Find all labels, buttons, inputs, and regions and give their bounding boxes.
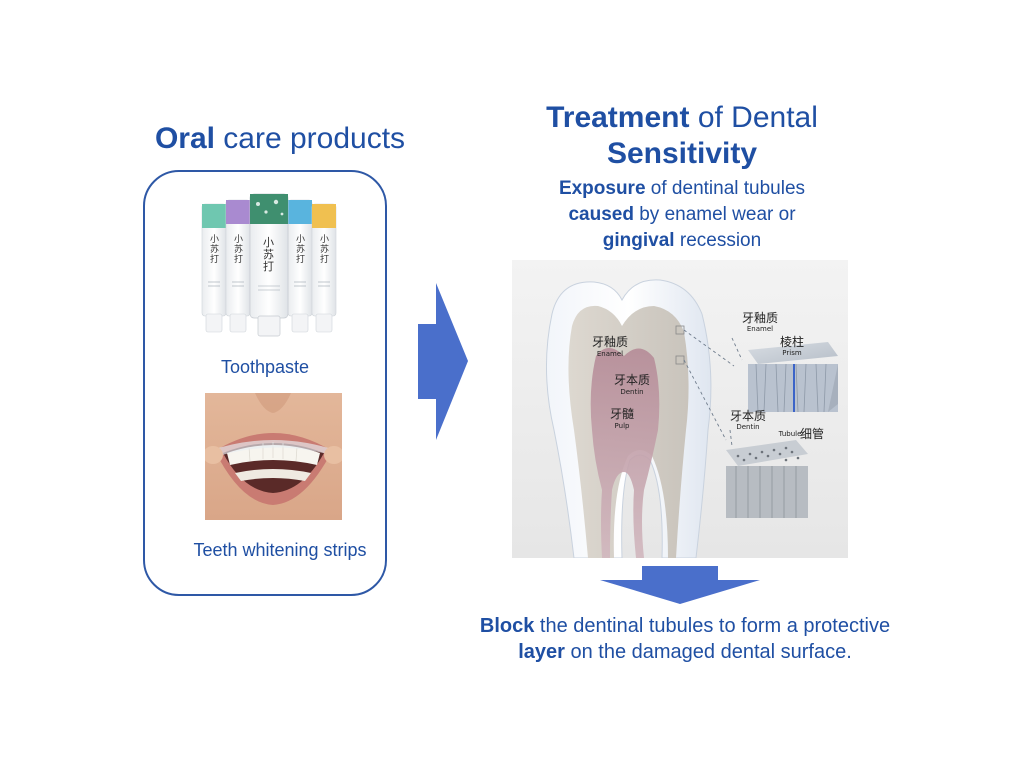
svg-text:小: 小 xyxy=(296,234,305,245)
exposure-line3: gingival recession xyxy=(510,228,854,254)
enamel-label-cn: 牙釉质 xyxy=(592,334,628,349)
tubule-label-en: Tubule xyxy=(778,430,802,438)
treatment-title-line1: Treatment of Dental xyxy=(520,100,844,136)
svg-text:小: 小 xyxy=(210,234,219,245)
conclusion-line2: layer on the damaged dental surface. xyxy=(430,639,940,665)
treatment-title-rest: of Dental xyxy=(689,101,818,134)
down-arrow-icon xyxy=(600,566,760,604)
svg-text:打: 打 xyxy=(210,253,219,265)
conclusion-text: Block the dentinal tubules to form a pro… xyxy=(430,613,940,665)
svg-text:打: 打 xyxy=(320,253,329,265)
oral-care-title-bold: Oral xyxy=(154,122,215,155)
conclusion-rest1: the dentinal tubules to form a protectiv… xyxy=(534,615,891,637)
svg-text:小: 小 xyxy=(263,236,274,249)
conclusion-bold1: Block xyxy=(479,615,535,637)
treatment-title-line2: Sensitivity xyxy=(606,137,758,170)
toothpaste-label: Toothpaste xyxy=(220,357,310,377)
products-box xyxy=(143,170,387,596)
exposure-line2: caused by enamel wear or xyxy=(510,202,854,228)
whitening-strips-image xyxy=(205,393,342,520)
svg-text:打: 打 xyxy=(296,253,305,265)
exposure-line1: Exposure of dentinal tubules xyxy=(510,176,854,202)
svg-text:打: 打 xyxy=(263,259,274,273)
whitening-strips-label: Teeth whitening strips xyxy=(193,540,367,560)
oral-care-title-rest: care products xyxy=(214,122,406,155)
pulp-label-cn: 牙髓 xyxy=(610,407,634,421)
exposure-line1-bold: Exposure xyxy=(558,178,646,199)
dentin-label-en: Dentin xyxy=(620,388,643,396)
svg-text:苏: 苏 xyxy=(263,248,274,261)
exposure-line2-rest: by enamel wear or xyxy=(633,204,796,225)
pulp-label-en: Pulp xyxy=(615,422,630,430)
svg-text:苏: 苏 xyxy=(210,243,219,255)
treatment-title: Treatment of Dental Sensitivity xyxy=(520,100,844,172)
right-arrow-icon xyxy=(418,283,468,440)
dentin-block-label-en: Dentin xyxy=(736,423,759,431)
dentin-label-cn: 牙本质 xyxy=(614,373,650,387)
svg-text:小: 小 xyxy=(320,234,329,245)
dentin-tubule-block xyxy=(726,440,808,518)
svg-text:苏: 苏 xyxy=(234,243,243,255)
exposure-line3-bold: gingival xyxy=(602,230,675,251)
prism-label-en: Prism xyxy=(782,349,802,357)
svg-text:打: 打 xyxy=(234,253,243,265)
conclusion-rest2: on the damaged dental surface. xyxy=(564,641,852,663)
prism-label-cn: 棱柱 xyxy=(780,334,804,349)
exposure-line3-rest: recession xyxy=(674,230,762,251)
conclusion-bold2: layer xyxy=(518,641,565,663)
svg-text:苏: 苏 xyxy=(320,243,329,255)
oral-care-title: Oral care products xyxy=(130,122,430,156)
enamel-block-label-en: Enamel xyxy=(747,325,773,333)
enamel-block-label-cn: 牙釉质 xyxy=(742,310,778,325)
toothpaste-image: 小苏打 小苏打 小苏打 小苏打 小苏打 xyxy=(201,193,337,337)
exposure-line2-bold: caused xyxy=(568,204,634,225)
exposure-line1-rest: of dentinal tubules xyxy=(645,178,806,199)
dentin-block-label-cn: 牙本质 xyxy=(730,409,766,423)
tooth-cross-section-diagram: 牙釉质 Enamel 牙本质 Dentin 牙髓 Pulp 牙釉质 Enamel… xyxy=(512,260,848,558)
conclusion-line1: Block the dentinal tubules to form a pro… xyxy=(430,613,940,639)
treatment-title-bold: Treatment xyxy=(546,101,690,134)
svg-text:小: 小 xyxy=(234,234,243,245)
enamel-label-en: Enamel xyxy=(597,350,623,358)
svg-text:苏: 苏 xyxy=(296,243,305,255)
exposure-description: Exposure of dentinal tubules caused by e… xyxy=(510,176,854,254)
tubule-label-cn: 细管 xyxy=(800,426,824,441)
enamel-prism-block xyxy=(748,342,838,413)
